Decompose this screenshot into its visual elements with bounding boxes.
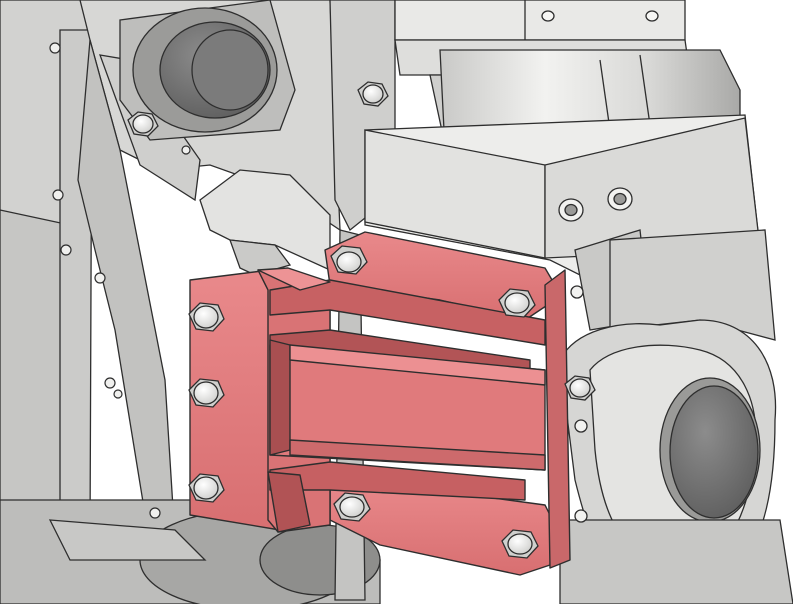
hex-socket-icon (574, 419, 588, 433)
bolt-head-icon (188, 473, 225, 503)
hex-socket-icon (570, 285, 584, 299)
bolt-head-icon (127, 111, 159, 137)
bolt-head-icon (188, 302, 225, 332)
bolt-head-icon (498, 288, 536, 318)
bolt-head-icon (357, 81, 389, 107)
bolt-head-icon (564, 375, 596, 401)
hex-socket-icon (558, 198, 584, 222)
hex-socket-icon (574, 509, 588, 523)
bolt-head-icon (501, 529, 539, 559)
bracket-bolts (127, 81, 596, 559)
right-bearing-housing (559, 319, 793, 604)
bolt-head-icon (188, 378, 225, 408)
highlighted-mounting-bracket (189, 231, 571, 576)
bolt-head-icon (330, 245, 368, 275)
upper-bearing-flange (119, 0, 296, 141)
hex-socket-icon (607, 187, 633, 211)
lower-housing (0, 499, 381, 604)
frame-rivets (49, 42, 191, 519)
socket-screws (558, 187, 633, 523)
bolt-head-icon (333, 492, 371, 522)
gearbox-housing (364, 114, 776, 341)
